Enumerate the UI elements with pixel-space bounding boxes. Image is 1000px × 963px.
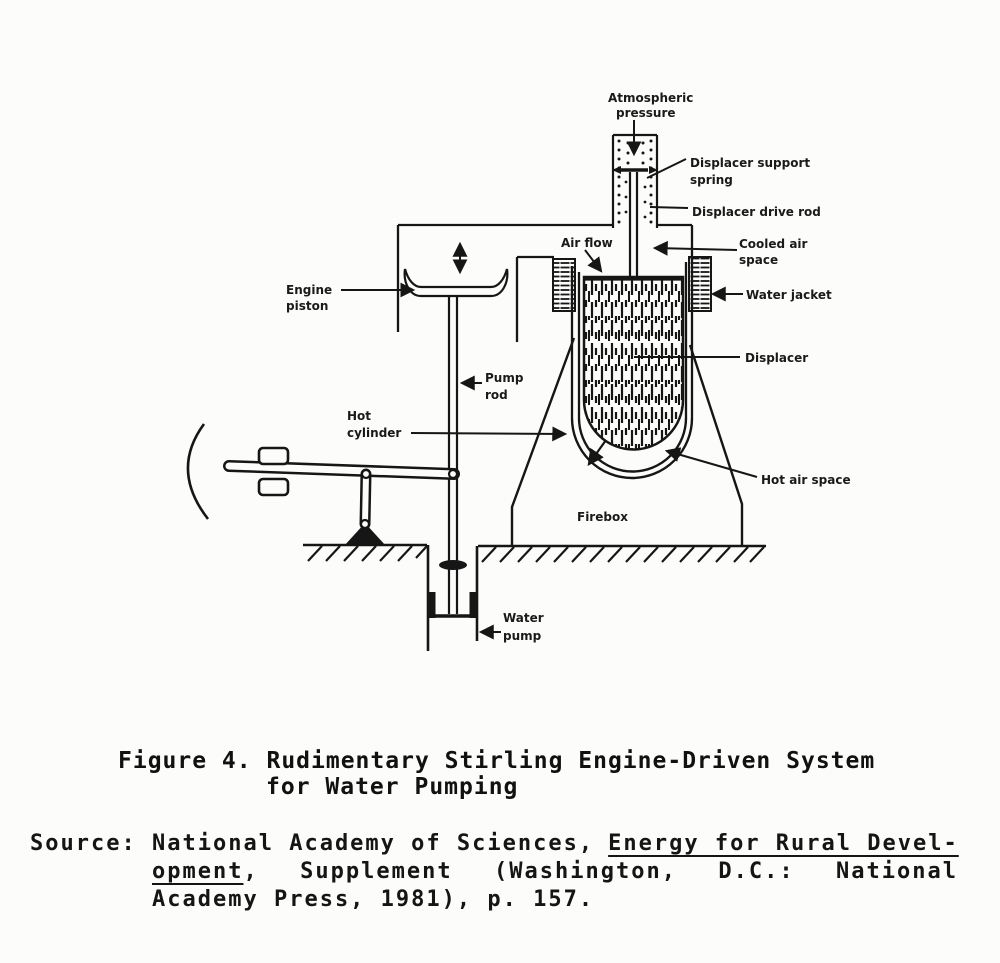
stirling-engine-diagram: Atmospheric pressure Displacer support s…	[186, 91, 851, 651]
hot-air-flow-arrow	[587, 439, 607, 467]
source-line2-word2: (Washington,	[494, 859, 677, 884]
water-pump-assembly	[428, 560, 477, 618]
source-line2: opment, Supplement (Washington, D.C.: Na…	[152, 859, 958, 884]
figure-caption-line2: for Water Pumping	[266, 774, 519, 800]
label-hot-air-space: Hot air space	[761, 473, 851, 487]
water-jacket-left	[552, 258, 576, 312]
counterweight-lower	[257, 477, 290, 497]
label-hot-cylinder-line1: Hot	[347, 409, 371, 423]
spring-dots	[617, 139, 653, 224]
source-line3: Academy Press, 1981), p. 157.	[152, 887, 595, 912]
label-displacer-drive-rod: Displacer drive rod	[692, 205, 821, 219]
hot-cylinder-arrow	[410, 426, 568, 442]
label-engine-piston-line2: piston	[286, 299, 328, 313]
ground-hatching	[303, 543, 766, 651]
label-engine-piston-line1: Engine	[286, 283, 332, 297]
firebox-outline	[510, 337, 744, 545]
label-atmospheric-pressure-line2: pressure	[616, 106, 676, 120]
figure-caption-line1: Figure 4. Rudimentary Stirling Engine-Dr…	[118, 748, 876, 774]
source-line1-text: National Academy of Sciences,	[152, 831, 595, 856]
label-displacer: Displacer	[745, 351, 808, 365]
label-pump-rod-line2: rod	[485, 388, 508, 402]
diagram-labels: Atmospheric pressure Displacer support s…	[286, 91, 851, 643]
source-line2-word4: National	[836, 859, 958, 884]
rocking-motion-arc	[186, 423, 210, 520]
source-line1-underlined-title: Energy for Rural Devel-	[608, 831, 959, 856]
label-water-jacket: Water jacket	[746, 288, 832, 302]
label-atmospheric-pressure-line1: Atmospheric	[608, 91, 693, 105]
source-label: Source:	[30, 831, 137, 856]
label-displacer-support-spring-line2: spring	[690, 173, 733, 187]
water-jacket-right	[688, 256, 712, 312]
hot-air-space-leader	[664, 447, 758, 478]
displacer-drive-rod-leader	[649, 206, 689, 209]
label-water-pump-line2: pump	[503, 629, 542, 643]
label-hot-cylinder-line2: cylinder	[347, 426, 401, 440]
label-firebox: Firebox	[577, 510, 628, 524]
pivot-base	[344, 523, 386, 546]
cooled-air-space-arrow	[652, 240, 738, 256]
rod-coupling	[439, 560, 467, 570]
source-line2-word1: Supplement	[300, 859, 453, 884]
label-water-pump-line1: Water	[503, 611, 544, 625]
counterweight-upper	[257, 446, 290, 466]
source-line2-opment: opment,	[152, 859, 259, 884]
label-displacer-support-spring-line1: Displacer support	[690, 156, 810, 170]
source-line2-word3: D.C.:	[718, 859, 795, 884]
engine-piston-assembly	[403, 241, 509, 614]
leader-lines	[341, 120, 758, 640]
lever-mechanism	[186, 423, 460, 546]
label-cooled-air-space-line2: space	[739, 253, 778, 267]
air-flow-arrow	[584, 249, 603, 273]
label-pump-rod-line1: Pump	[485, 371, 524, 385]
hot-cylinder-dome	[570, 417, 694, 480]
label-cooled-air-space-line1: Cooled air	[739, 237, 808, 251]
displacer-body	[582, 275, 685, 451]
displacer-support-spring-leader	[646, 158, 687, 179]
label-air-flow: Air flow	[561, 236, 613, 250]
source-line1: National Academy of Sciences, Energy for …	[152, 831, 959, 856]
